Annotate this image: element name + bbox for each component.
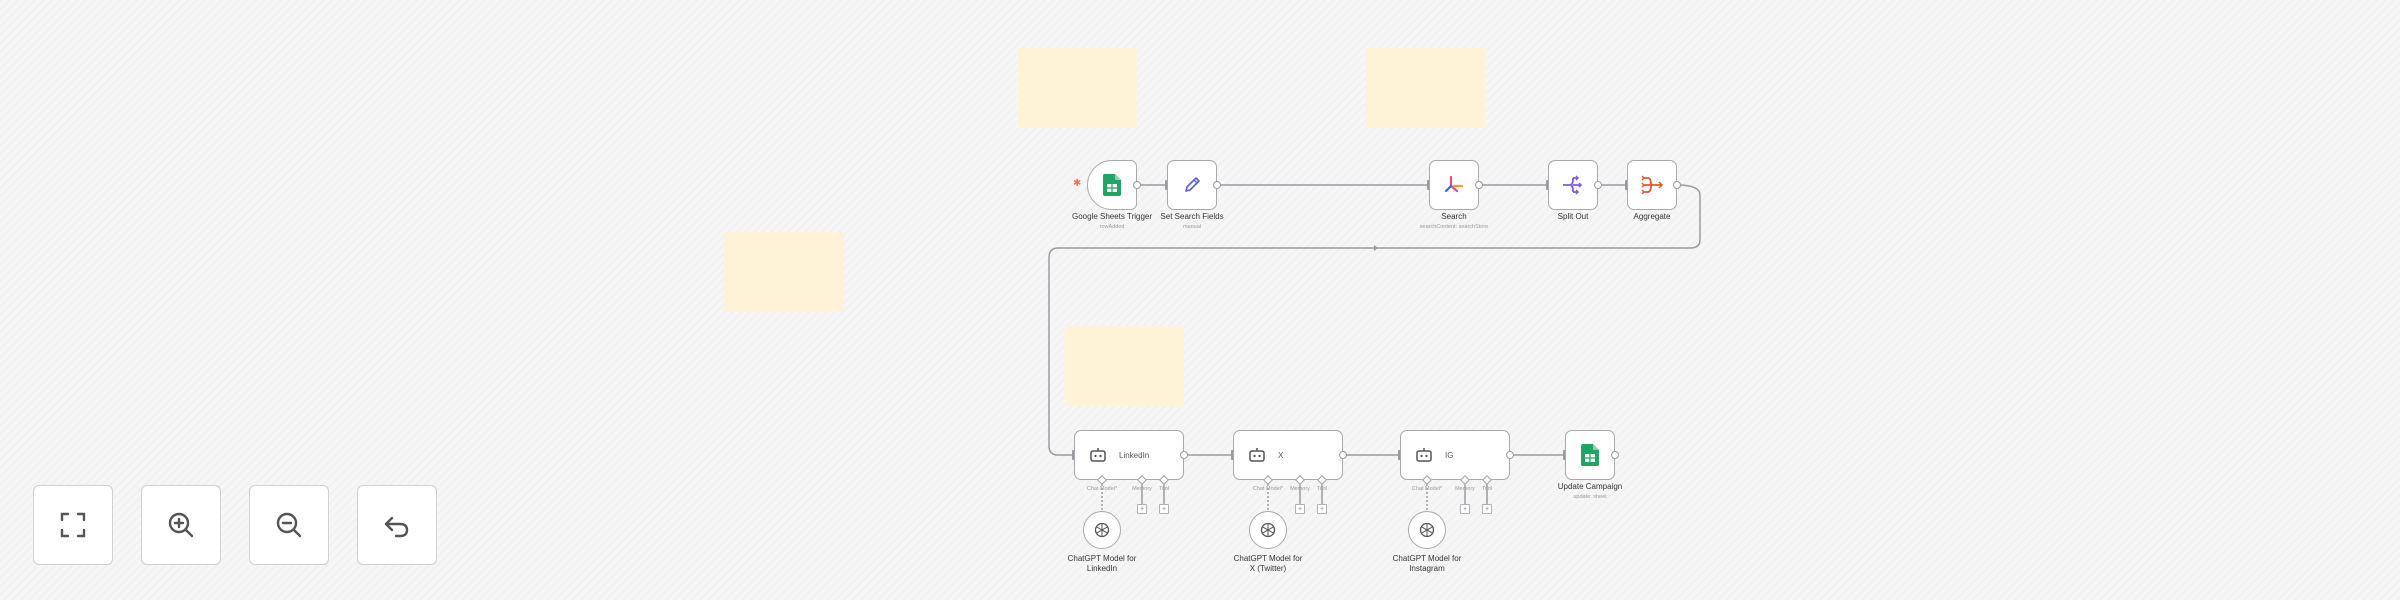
sticky-note[interactable] xyxy=(724,232,844,312)
tool-port-label: Tool xyxy=(1158,486,1170,492)
model-label-line1: ChatGPT Model for xyxy=(1392,554,1462,563)
node-linkedin-agent[interactable]: LinkedIn xyxy=(1074,430,1184,480)
edge-aggregate-linkedin xyxy=(1048,184,1701,456)
zoom-out-button[interactable] xyxy=(249,485,329,565)
node-aggregate[interactable] xyxy=(1627,160,1677,210)
model-label-line2: Instagram xyxy=(1409,564,1445,573)
undo-icon xyxy=(384,516,409,538)
agent-name: LinkedIn xyxy=(1119,450,1150,460)
robot-icon xyxy=(1090,448,1106,462)
output-port[interactable] xyxy=(1475,181,1483,189)
add-memory-button[interactable]: + xyxy=(1460,504,1470,514)
node-search[interactable] xyxy=(1429,160,1479,210)
memory-port-label: Memory xyxy=(1290,486,1310,492)
node-subtitle: update: sheet xyxy=(1573,494,1607,500)
node-label: Split Out xyxy=(1557,212,1589,221)
node-subtitle: searchContent: searchStore xyxy=(1419,224,1489,230)
model-label: ChatGPT Model for LinkedIn xyxy=(1068,554,1137,574)
node-update-campaign[interactable] xyxy=(1565,430,1615,480)
sticky-note[interactable] xyxy=(1018,48,1137,128)
add-tool-button[interactable]: + xyxy=(1482,504,1492,514)
output-port[interactable] xyxy=(1506,451,1514,459)
model-label-line1: ChatGPT Model for xyxy=(1067,554,1137,563)
add-tool-button[interactable]: + xyxy=(1159,504,1169,514)
split-out-icon xyxy=(1563,175,1583,195)
google-sheets-icon xyxy=(1581,444,1599,466)
tool-port-label: Tool xyxy=(1316,486,1328,492)
aggregate-icon xyxy=(1641,175,1664,195)
node-x-agent[interactable]: X xyxy=(1233,430,1343,480)
search-tool-icon xyxy=(1444,175,1464,193)
node-label: Aggregate xyxy=(1633,212,1671,221)
chat-model-port-label: Chat Model* xyxy=(1086,486,1118,492)
fit-view-icon xyxy=(60,512,86,538)
node-subtitle: rowAdded xyxy=(1099,224,1125,230)
node-label: Set Search Fields xyxy=(1160,212,1224,221)
model-label-line1: ChatGPT Model for xyxy=(1233,554,1303,563)
google-sheets-icon xyxy=(1103,174,1121,196)
model-label: ChatGPT Model for X (Twitter) xyxy=(1234,554,1303,574)
node-ig-agent[interactable]: IG xyxy=(1400,430,1510,480)
tool-port-label: Tool xyxy=(1481,486,1493,492)
reset-undo-button[interactable] xyxy=(357,485,437,565)
output-port[interactable] xyxy=(1339,451,1347,459)
model-label-line2: LinkedIn xyxy=(1086,564,1118,573)
openai-icon xyxy=(1260,522,1276,538)
model-label-line2: X (Twitter) xyxy=(1249,564,1287,573)
memory-port-label: Memory xyxy=(1132,486,1152,492)
node-subtitle: manual xyxy=(1182,224,1202,230)
openai-icon xyxy=(1094,522,1110,538)
zoom-in-button[interactable] xyxy=(141,485,221,565)
node-set-search-fields[interactable] xyxy=(1167,160,1217,210)
zoom-in-icon xyxy=(168,512,194,538)
output-port[interactable] xyxy=(1180,451,1188,459)
add-tool-button[interactable]: + xyxy=(1317,504,1327,514)
trigger-marker-icon: ✱ xyxy=(1073,178,1082,189)
output-port[interactable] xyxy=(1594,181,1602,189)
pencil-icon xyxy=(1185,177,1200,192)
openai-icon xyxy=(1419,522,1435,538)
memory-port-label: Memory xyxy=(1455,486,1475,492)
output-port[interactable] xyxy=(1611,451,1619,459)
zoom-out-icon xyxy=(276,512,302,538)
node-chatgpt-x[interactable] xyxy=(1249,511,1287,549)
node-chatgpt-ig[interactable] xyxy=(1408,511,1446,549)
node-chatgpt-linkedin[interactable] xyxy=(1083,511,1121,549)
robot-icon xyxy=(1249,448,1265,462)
node-label: Update Campaign xyxy=(1557,482,1623,491)
model-label: ChatGPT Model for Instagram xyxy=(1393,554,1462,574)
chat-model-port-label: Chat Model* xyxy=(1252,486,1284,492)
output-port[interactable] xyxy=(1213,181,1221,189)
agent-name: IG xyxy=(1445,450,1454,460)
node-split-out[interactable] xyxy=(1548,160,1598,210)
node-google-sheets-trigger[interactable] xyxy=(1087,160,1137,210)
fit-view-button[interactable] xyxy=(33,485,113,565)
add-memory-button[interactable]: + xyxy=(1295,504,1305,514)
robot-icon xyxy=(1416,448,1432,462)
chat-model-port-label: Chat Model* xyxy=(1411,486,1443,492)
output-port[interactable] xyxy=(1133,181,1141,189)
agent-name: X xyxy=(1278,450,1284,460)
sticky-note[interactable] xyxy=(1065,326,1184,406)
sticky-note[interactable] xyxy=(1366,48,1486,128)
node-label: Google Sheets Trigger xyxy=(1071,212,1153,221)
output-port[interactable] xyxy=(1673,181,1681,189)
node-label: Search xyxy=(1441,212,1467,221)
add-memory-button[interactable]: + xyxy=(1137,504,1147,514)
